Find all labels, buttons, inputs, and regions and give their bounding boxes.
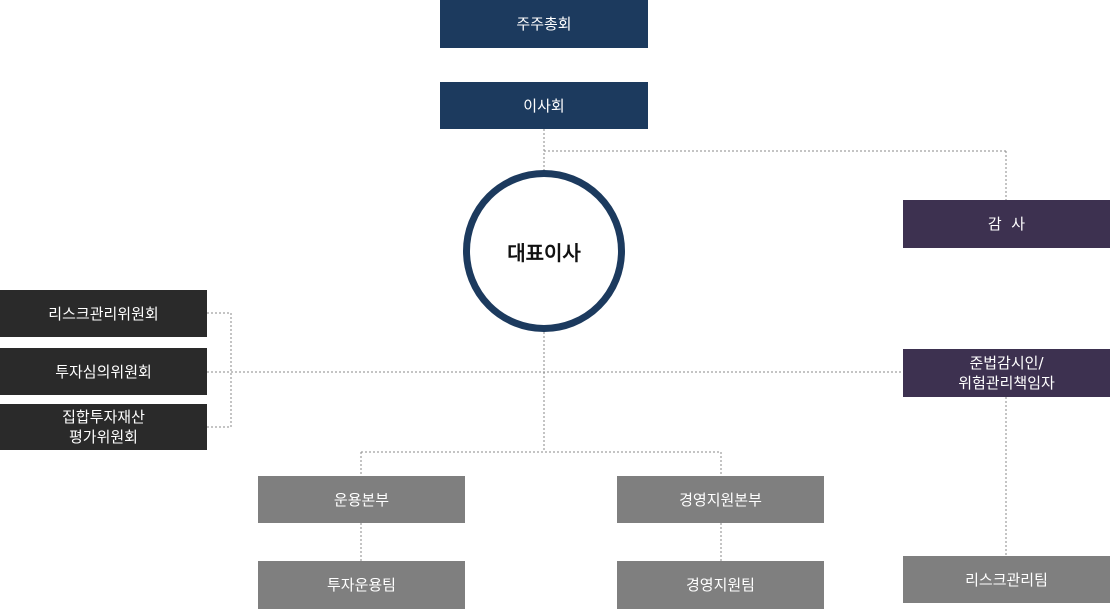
management-support-team-box: 경영지원팀 [617,561,824,609]
management-support-team-label: 경영지원팀 [685,576,755,594]
audit-box: 감 사 [903,200,1110,248]
management-support-division-box: 경영지원본부 [617,476,824,523]
investment-management-team-label: 투자운용팀 [326,576,396,594]
audit-label: 감 사 [987,215,1026,233]
valuation-committee-box: 집합투자재산 평가위원회 [0,404,207,450]
compliance-officer-box: 준법감시인/ 위험관리책임자 [903,349,1110,397]
shareholders-meeting-box: 주주총회 [440,0,648,48]
investment-management-team-box: 투자운용팀 [258,561,465,609]
asset-management-division-label: 운용본부 [333,490,390,509]
board-of-directors-label: 이사회 [523,96,565,115]
risk-management-committee-box: 리스크관리위원회 [0,290,207,337]
ceo-label: 대표이사 [507,240,581,265]
ceo-circle: 대표이사 [463,170,625,332]
investment-review-committee-label: 투자심의위원회 [55,362,152,381]
risk-management-team-label: 리스크관리팀 [965,570,1048,589]
valuation-committee-label: 집합투자재산 평가위원회 [62,408,145,446]
risk-management-committee-label: 리스크관리위원회 [48,304,159,323]
management-support-division-label: 경영지원본부 [679,490,762,509]
investment-review-committee-box: 투자심의위원회 [0,348,207,395]
shareholders-meeting-label: 주주총회 [516,15,572,33]
compliance-officer-label: 준법감시인/ 위험관리책임자 [958,354,1055,392]
asset-management-division-box: 운용본부 [258,476,465,523]
board-of-directors-box: 이사회 [440,82,648,129]
risk-management-team-box: 리스크관리팀 [903,556,1110,603]
